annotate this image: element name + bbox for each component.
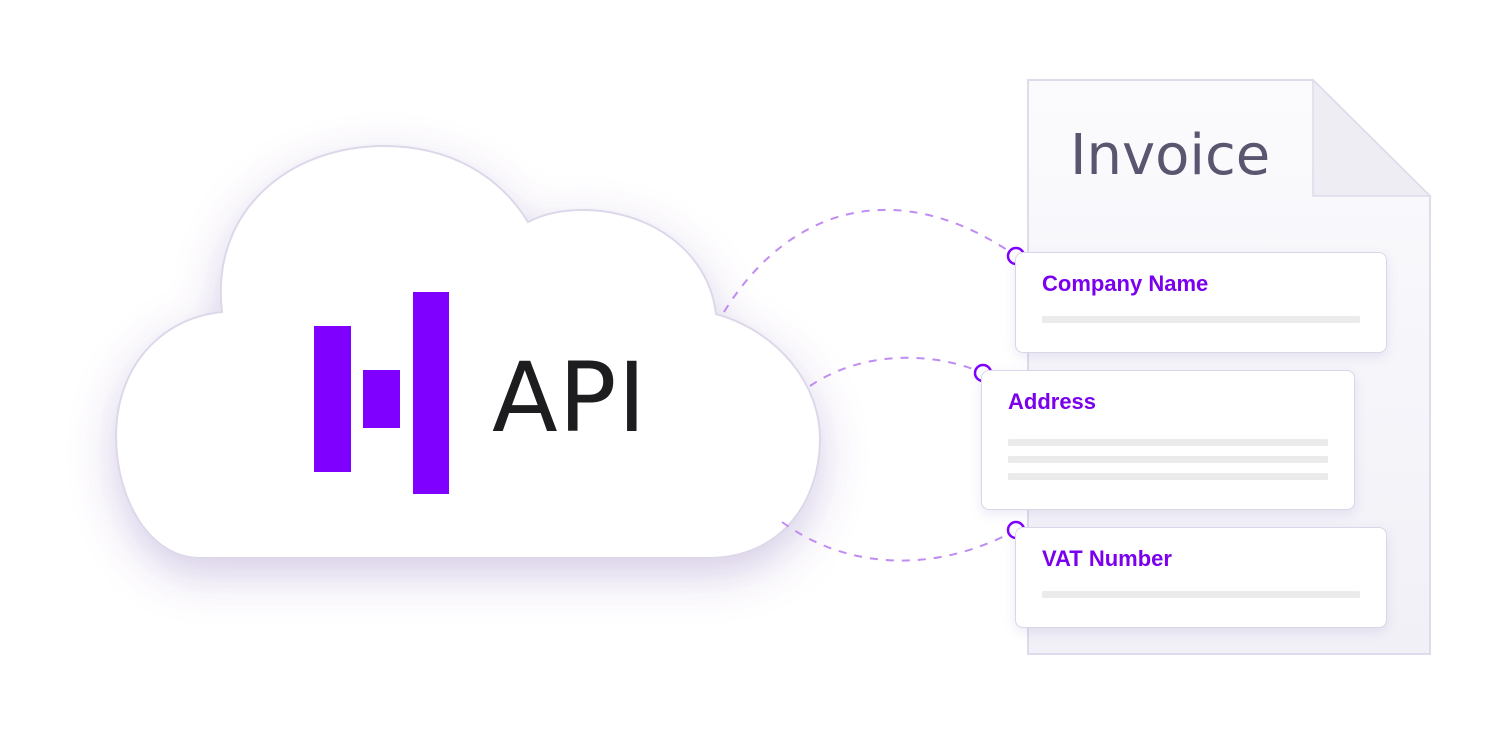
invoice-title: Invoice	[1070, 123, 1271, 188]
api-label: API	[492, 342, 647, 454]
field-card-company-name: Company Name	[1015, 252, 1387, 353]
connector-lines	[723, 208, 1017, 562]
cloud-shape	[114, 144, 822, 559]
field-placeholder-line	[1042, 316, 1360, 323]
connector-company-name	[723, 208, 1017, 313]
field-placeholder-line	[1008, 439, 1328, 446]
connector-address	[809, 356, 984, 387]
field-label: Address	[1008, 389, 1097, 414]
field-placeholder-line	[1008, 473, 1328, 480]
field-label: Company Name	[1042, 271, 1209, 296]
document-fold	[1312, 78, 1432, 197]
bar-logo-icon	[314, 292, 449, 494]
invoice-document	[1027, 78, 1432, 655]
field-label: VAT Number	[1042, 546, 1172, 571]
field-card-address: Address	[981, 370, 1355, 510]
field-placeholder-line	[1042, 591, 1360, 598]
field-card-vat-number: VAT Number	[1015, 527, 1387, 628]
field-placeholder-line	[1008, 456, 1328, 463]
connector-vat-number	[781, 521, 1017, 562]
